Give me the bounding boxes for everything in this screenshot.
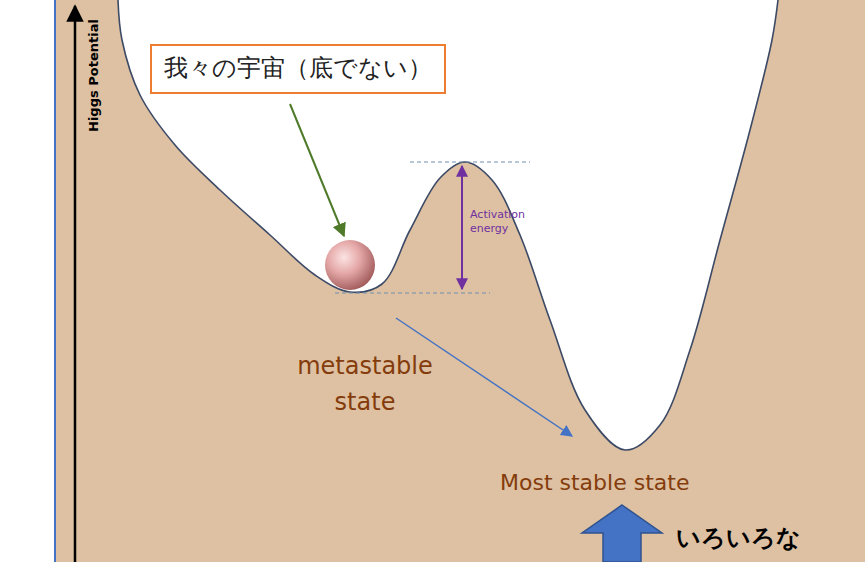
- axis-label-box: Higgs Potential: [86, 19, 102, 132]
- activation-arrow: [461, 166, 463, 289]
- pointer-arrow: [290, 104, 344, 236]
- block-arrow: [582, 505, 662, 562]
- peak-dash: [410, 162, 530, 163]
- state-label-box: Most stable state: [500, 470, 689, 496]
- potential-sky: [118, 0, 778, 450]
- callout-box: 我々の宇宙（底でない）: [150, 44, 446, 94]
- potential-curve: [118, 0, 778, 450]
- note-text: いろいろな: [676, 524, 801, 553]
- state-label: Most stable state: [500, 470, 689, 496]
- minimum-dash: [335, 293, 490, 294]
- energy-label-box: Activation energy: [470, 208, 540, 236]
- frame-line: [54, 0, 56, 562]
- state-label: metastable state: [290, 348, 440, 420]
- callout-text: 我々の宇宙（底でない）: [164, 52, 432, 86]
- energy-label: Activation energy: [470, 208, 540, 236]
- state-label-box: metastable state: [290, 348, 440, 420]
- axis-arrow: [74, 6, 77, 562]
- ground-fill: [55, 0, 865, 562]
- axis-label: Higgs Potential: [86, 19, 102, 132]
- note-text-box: いろいろな: [676, 524, 801, 553]
- universe-ball: [325, 240, 375, 290]
